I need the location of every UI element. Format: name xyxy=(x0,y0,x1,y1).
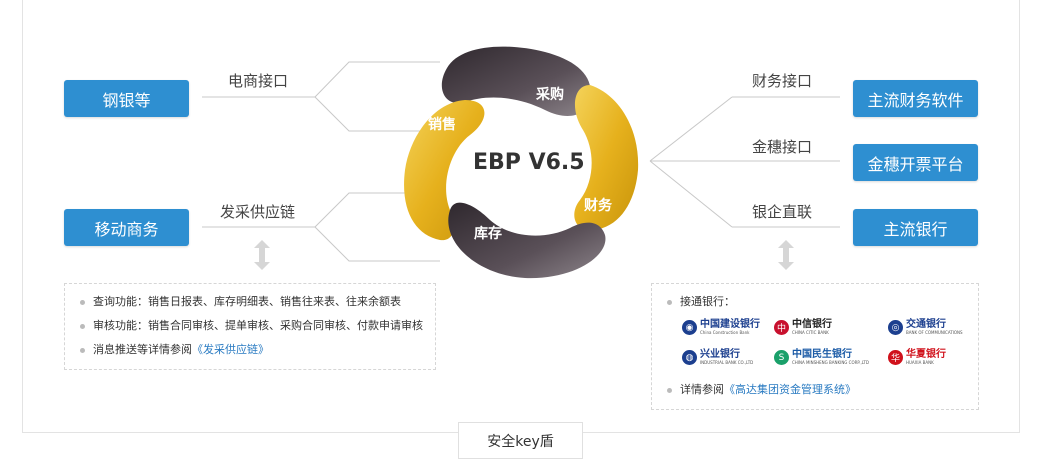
label-bank-direct: 银企直联 xyxy=(752,203,813,221)
box-gangyin[interactable]: 钢银等 xyxy=(64,80,189,117)
banks-label: 接通银行： xyxy=(652,290,735,314)
hxb-icon: 华 xyxy=(888,350,903,365)
petal-purchase xyxy=(441,46,591,116)
security-key-tab[interactable]: 安全key盾 xyxy=(458,422,583,459)
label-supply-chain: 发采供应链 xyxy=(220,203,296,221)
link-supply-chain[interactable]: 《发采供应链》 xyxy=(192,343,269,356)
petal-label-purchase: 采购 xyxy=(536,87,564,103)
double-arrow-icon xyxy=(254,240,270,270)
label-finance-interface: 财务接口 xyxy=(752,72,813,90)
ccb-icon: ◉ xyxy=(682,320,697,335)
bocom-icon: ◎ xyxy=(888,320,903,335)
petal-finance xyxy=(574,85,639,230)
info-item-review: 审核功能：销售合同审核、提单审核、采购合同审核、付款申请审核 xyxy=(65,314,435,338)
line-right-bottom xyxy=(649,160,733,228)
line-right-top xyxy=(649,96,733,162)
petal-label-inventory: 库存 xyxy=(474,226,502,242)
box-jinsui-platform[interactable]: 金穗开票平台 xyxy=(853,144,978,181)
citic-icon: 中 xyxy=(774,320,789,335)
label-ecom-interface: 电商接口 xyxy=(228,72,289,90)
center-title: EBP V6.5 xyxy=(473,150,585,175)
ebp-cycle-graphic xyxy=(404,46,639,279)
line-ecom-top xyxy=(202,61,440,98)
box-mobile-commerce[interactable]: 移动商务 xyxy=(64,209,189,246)
double-arrow-icon xyxy=(778,240,794,270)
box-main-banks[interactable]: 主流银行 xyxy=(853,209,978,246)
petal-sales xyxy=(404,100,485,241)
petal-inventory xyxy=(448,202,606,279)
cmbc-icon: S xyxy=(774,350,789,365)
line-ecom-bottom xyxy=(314,96,440,132)
line-supply-bottom xyxy=(314,226,440,262)
line-supply-top xyxy=(202,192,440,228)
left-info-panel: 查询功能：销售日报表、库存明细表、销售往来表、往来余额表 审核功能：销售合同审核… xyxy=(64,283,436,370)
cib-icon: ◍ xyxy=(682,350,697,365)
info-item-push: 消息推送等详情参阅《发采供应链》 xyxy=(65,338,435,362)
label-jinsui-interface: 金穗接口 xyxy=(752,138,813,156)
petal-label-finance: 财务 xyxy=(584,198,612,214)
box-finance-software[interactable]: 主流财务软件 xyxy=(853,80,978,117)
petal-label-sales: 销售 xyxy=(428,117,456,133)
link-fund-management[interactable]: 《高达集团资金管理系统》 xyxy=(724,383,856,396)
bank-detail-item: 详情参阅《高达集团资金管理系统》 xyxy=(652,378,856,402)
info-item-query: 查询功能：销售日报表、库存明细表、销售往来表、往来余额表 xyxy=(65,290,435,314)
